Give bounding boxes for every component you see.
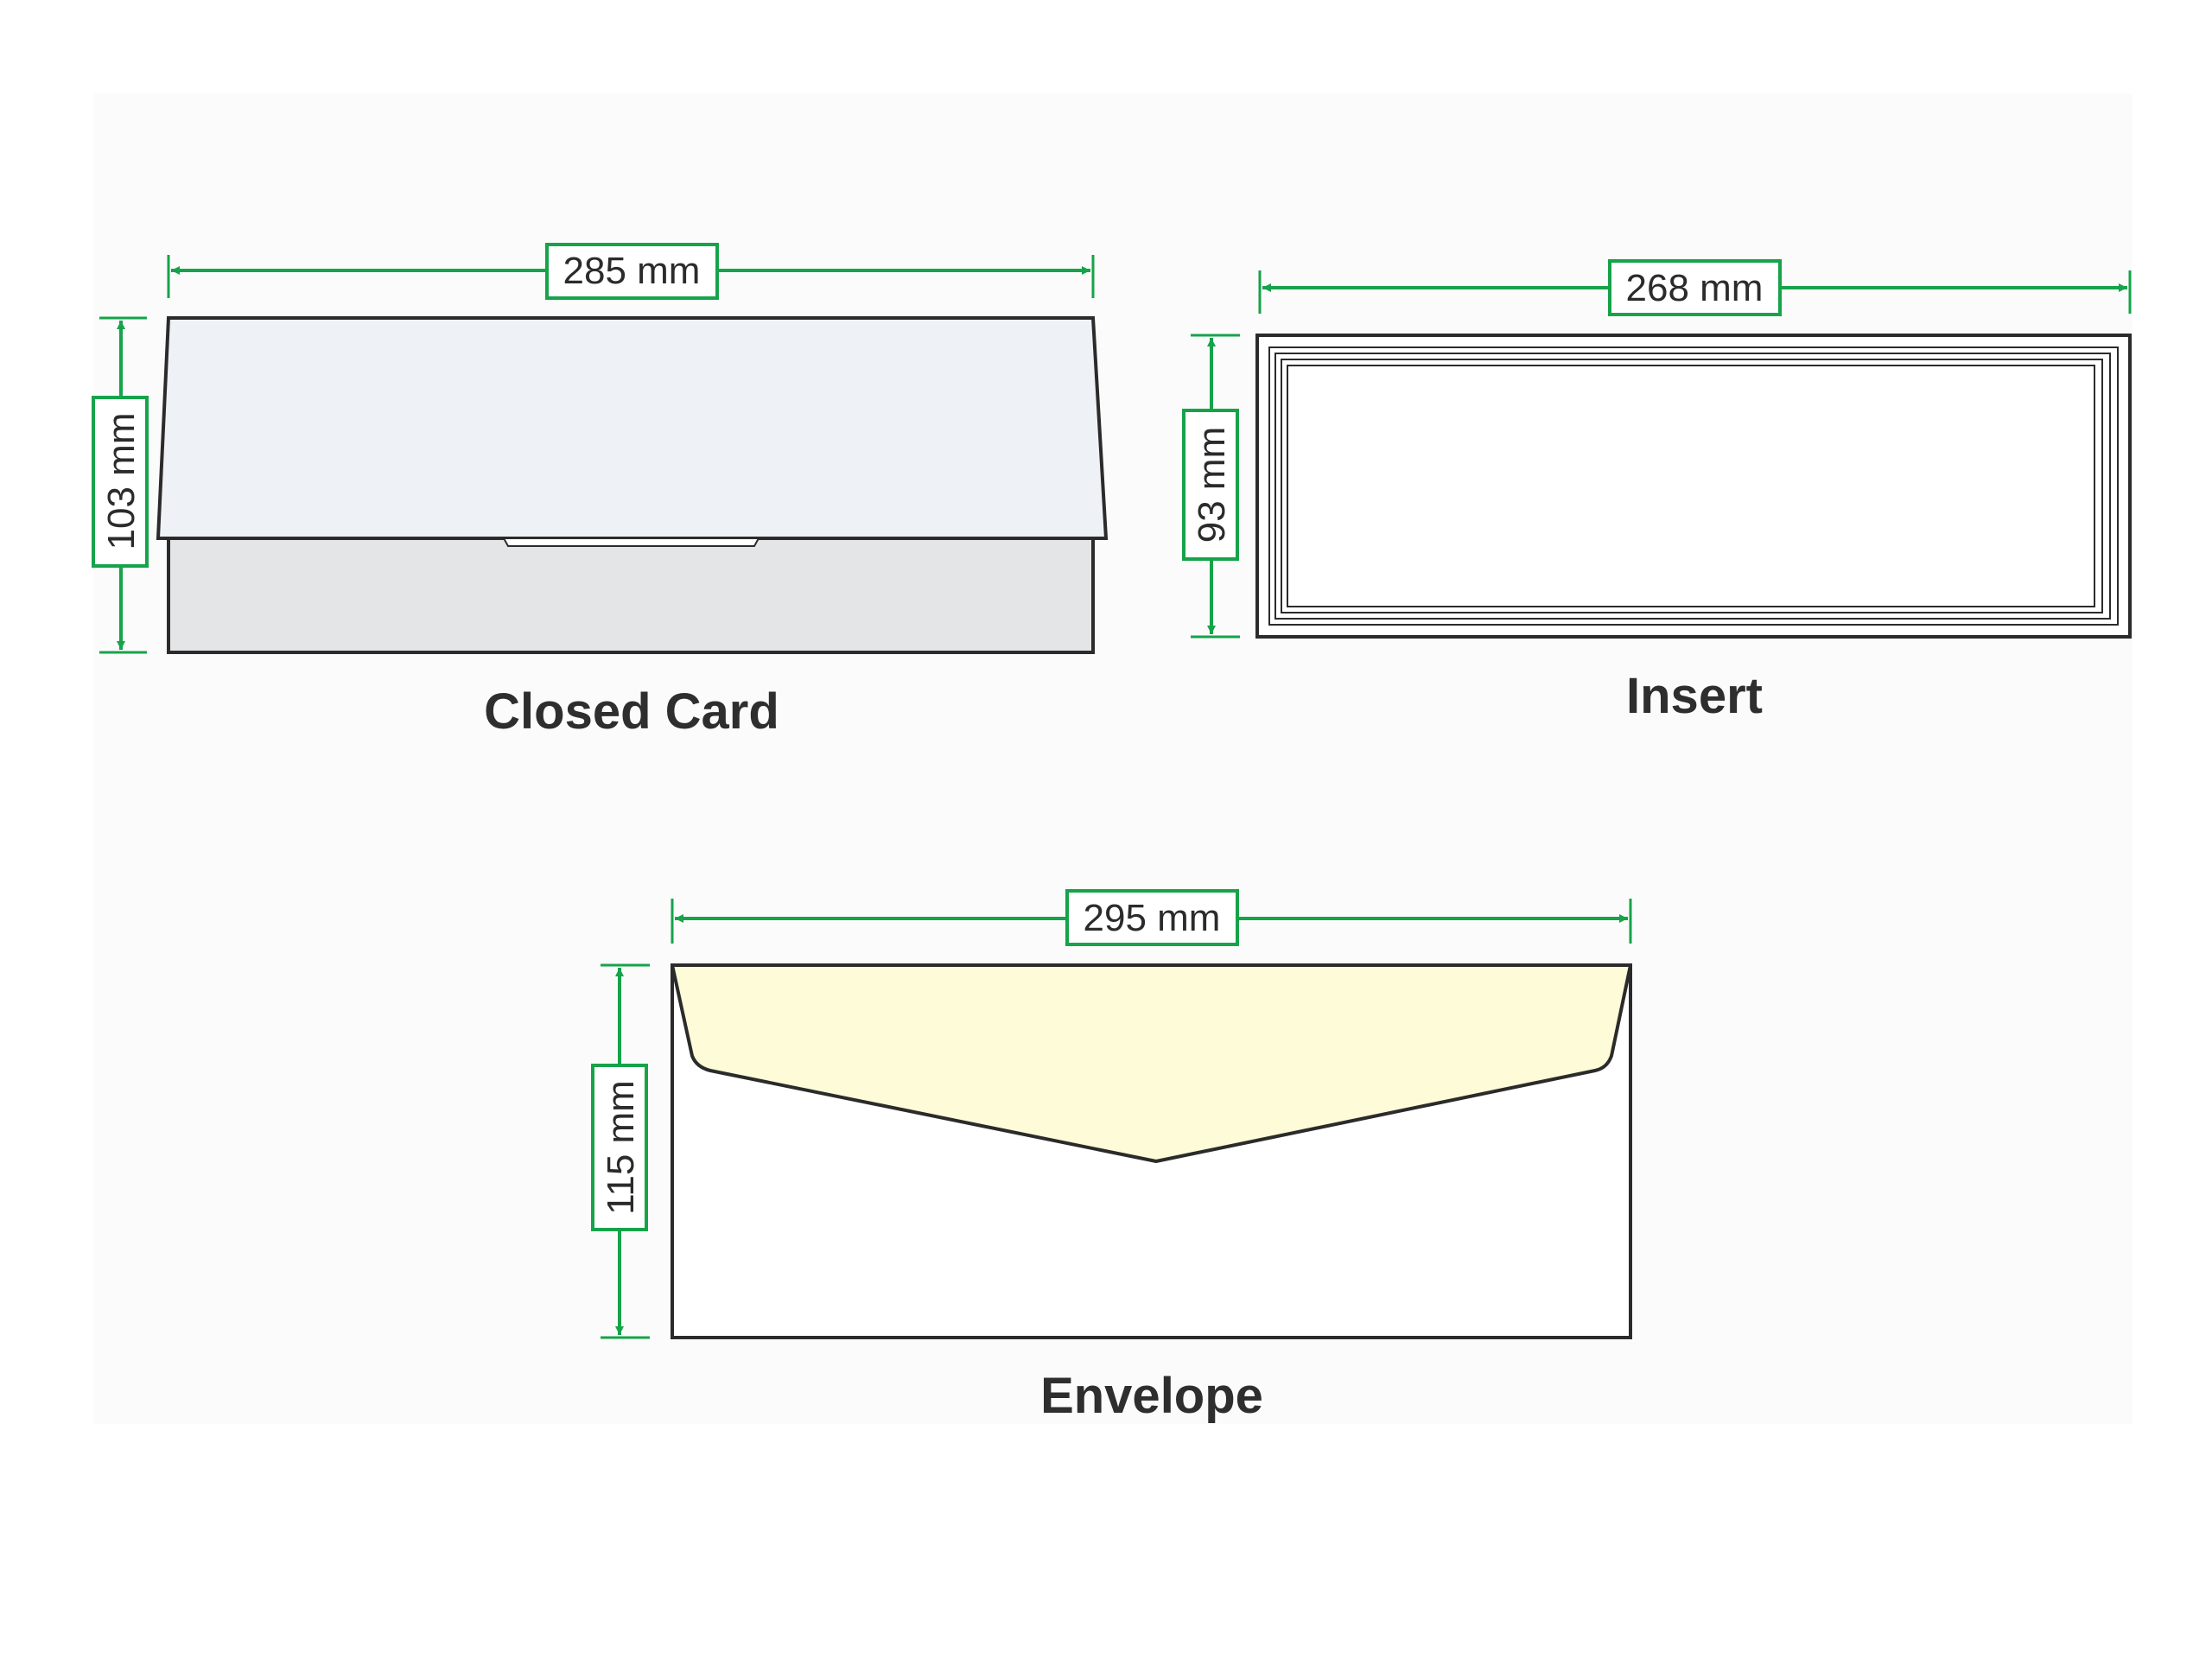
envelope-height-label-box <box>591 1064 648 1231</box>
closed-card-height-label-box <box>92 396 149 568</box>
envelope-height-dimension: 115 mm <box>591 963 650 1339</box>
envelope-width-label-box <box>1065 889 1239 946</box>
insert-sheet <box>1255 334 2132 639</box>
closed-card-group: 285 mm 103 mm Closed Card <box>92 243 1109 740</box>
envelope-flap <box>671 963 1632 1163</box>
closed-card-bottom-panel <box>167 537 1095 654</box>
insert-group: 268 mm 93 mm Insert <box>1182 259 2132 724</box>
insert-height-label-box <box>1182 409 1239 561</box>
closed-card-height-dimension: 103 mm <box>92 316 149 654</box>
closed-card-top-flap <box>156 316 1109 540</box>
closed-card-width-dimension: 285 mm <box>167 243 1095 300</box>
insert-height-label: 93 mm <box>1191 427 1233 543</box>
insert-width-dimension: 268 mm <box>1258 259 2132 316</box>
envelope-height-label: 115 mm <box>600 1080 642 1215</box>
insert-width-label-box <box>1608 259 1782 316</box>
closed-card-title: Closed Card <box>484 683 779 740</box>
closed-card-slot <box>502 537 760 547</box>
insert-width-label: 268 mm <box>1626 267 1764 309</box>
envelope-width-dimension: 295 mm <box>671 889 1632 946</box>
closed-card-width-label: 285 mm <box>563 250 701 292</box>
closed-card-height-label: 103 mm <box>100 413 143 550</box>
insert-title: Insert <box>1626 668 1763 724</box>
envelope-title: Envelope <box>1040 1368 1263 1424</box>
closed-card-width-label-box <box>545 243 719 300</box>
envelope-group: 295 mm 115 mm Envelope <box>591 889 1632 1424</box>
envelope-width-label: 295 mm <box>1084 897 1221 939</box>
insert-height-dimension: 93 mm <box>1182 334 1240 639</box>
